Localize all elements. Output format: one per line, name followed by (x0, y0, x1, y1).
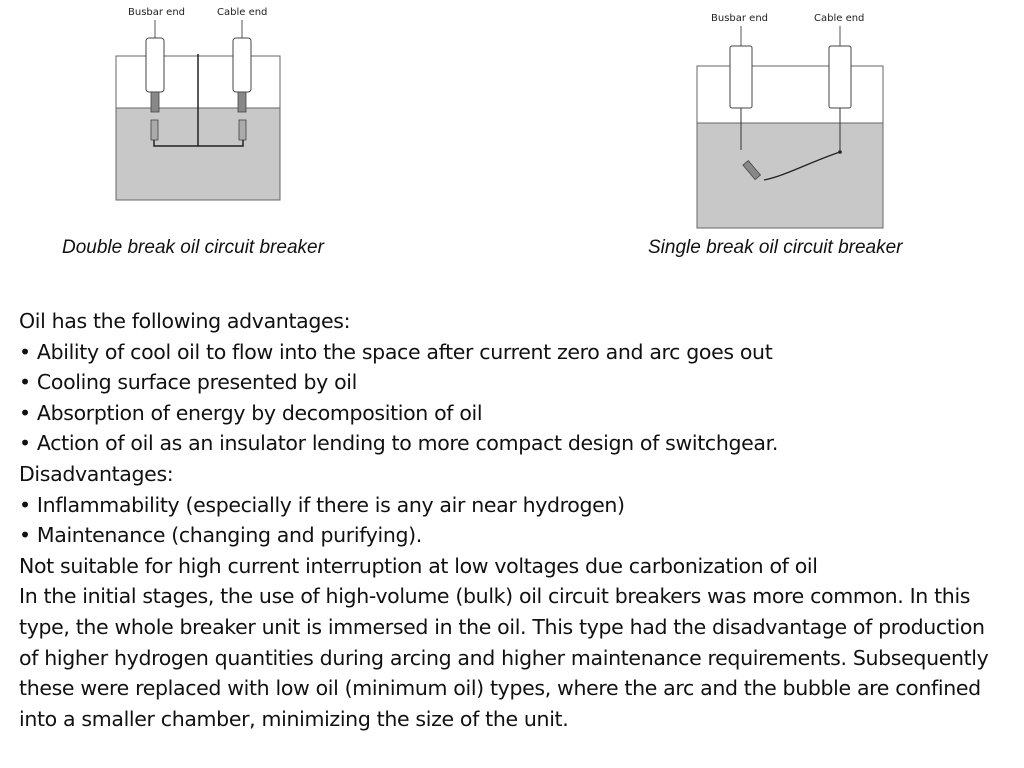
disadvantage-item: • Maintenance (changing and purifying). (19, 523, 422, 548)
advantage-item: • Absorption of energy by decomposition … (19, 400, 483, 425)
disadvantages-heading: Disadvantages: (19, 461, 174, 486)
single-break-caption: Single break oil circuit breaker (648, 237, 903, 258)
oil-level (696, 122, 884, 229)
moving-contact-arm (763, 151, 841, 181)
double-break-diagram: Busbar end Cable end (100, 0, 300, 205)
busbar-end-label: Busbar end (128, 7, 185, 18)
busbar-bushing (729, 45, 753, 109)
tank-air-space (696, 65, 884, 124)
moving-contact (742, 159, 762, 181)
advantage-item: • Cooling surface presented by oil (19, 370, 357, 395)
advantage-item: • Action of oil as an insulator lending … (19, 431, 778, 456)
double-break-caption: Double break oil circuit breaker (62, 237, 324, 258)
busbar-end-label: Busbar end (711, 13, 768, 24)
advantages-heading: Oil has the following advantages: (19, 309, 351, 333)
carbonization-note: Not suitable for high current interrupti… (19, 553, 818, 578)
cable-bushing (232, 37, 252, 93)
busbar-bushing (145, 37, 165, 93)
cable-end-label: Cable end (814, 13, 864, 24)
cable-end-label: Cable end (217, 7, 267, 18)
cable-bushing (828, 45, 852, 109)
single-break-diagram: Busbar end Cable end (690, 0, 890, 235)
disadvantage-item: • Inflammability (especially if there is… (19, 492, 625, 517)
bulk-oil-paragraph: In the initial stages, the use of high-v… (19, 584, 989, 731)
body-text: Oil has the following advantages: • Abil… (19, 306, 1009, 734)
advantage-item: • Ability of cool oil to flow into the s… (19, 339, 773, 364)
